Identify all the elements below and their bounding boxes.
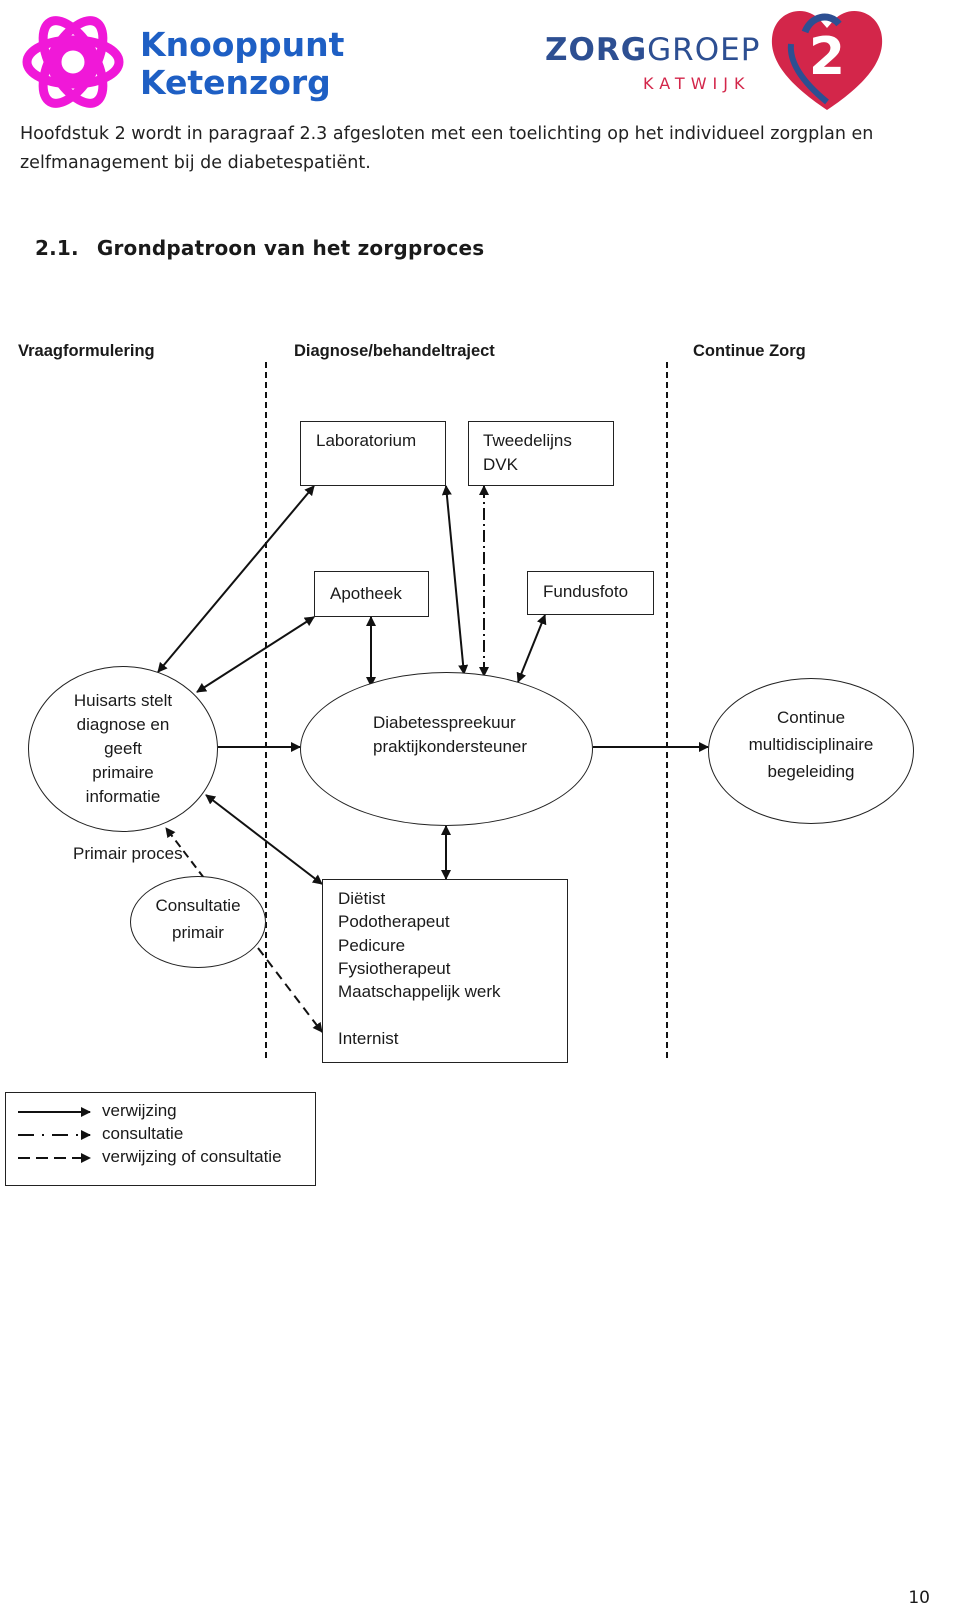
logo-katwijk-text: KATWIJK	[643, 74, 751, 93]
discipline-item: Diëtist	[338, 889, 386, 908]
intro-paragraph: Hoofdstuk 2 wordt in paragraaf 2.3 afges…	[20, 124, 874, 173]
fundusfoto-box: Fundusfoto	[527, 571, 654, 615]
column-header-diagnose: Diagnose/behandeltraject	[294, 342, 495, 360]
logo-text-line: Ketenzorg	[140, 63, 331, 102]
arrow-consultatie-huisarts	[165, 827, 205, 879]
primair-proces-label: Primair proces	[73, 844, 183, 863]
node-label: Fundusfoto	[543, 582, 629, 601]
logo-text-line: Knooppunt	[140, 25, 345, 64]
node-label: geeft	[104, 739, 142, 758]
section-heading: 2.1. Grondpatroon van het zorgproces	[35, 236, 484, 260]
node-label: begeleiding	[767, 761, 855, 781]
logo-groep-text: GROEP	[647, 32, 761, 68]
legend-label: verwijzing of consultatie	[102, 1147, 282, 1166]
section-title: Grondpatroon van het zorgproces	[96, 236, 485, 260]
node-label: Apotheek	[330, 584, 402, 603]
heart-logo-icon: 2	[771, 10, 883, 111]
discipline-item: Internist	[338, 1028, 399, 1048]
arrow-consultatie-internist	[257, 947, 323, 1033]
tweedelijns-box: Tweedelijns DVK	[468, 421, 614, 486]
node-label: Continue	[776, 707, 846, 727]
node-label: Diabetesspreekuur	[373, 713, 516, 732]
legend-label: verwijzing	[102, 1101, 177, 1120]
node-label: diagnose en	[76, 715, 170, 734]
column-header-continue-zorg: Continue Zorg	[693, 342, 806, 360]
apotheek-box: Apotheek	[314, 571, 429, 617]
legend-box: verwijzing consultatie verwijzing of con…	[5, 1092, 316, 1186]
logo-number-text: 2	[809, 27, 845, 87]
huisarts-ellipse: Huisarts stelt diagnose en geeft primair…	[28, 666, 218, 832]
logo-zorg-text: ZORG	[545, 32, 648, 68]
zorggroep-katwijk-logo: ZORGGROEP KATWIJK 2	[545, 2, 890, 117]
discipline-item: Maatschappelijk werk	[338, 982, 501, 1002]
node-label: DVK	[483, 455, 518, 474]
arrow-laboratorium-spreekuur	[441, 485, 469, 675]
node-label: praktijkondersteuner	[373, 737, 528, 756]
arrow-fundusfoto-spreekuur	[516, 614, 547, 683]
node-label: Huisarts stelt	[73, 691, 173, 710]
node-label: primair	[172, 923, 224, 942]
discipline-item: Fysiotherapeut	[338, 958, 451, 978]
arrow-huisarts-disciplines	[205, 794, 323, 885]
node-label: informatie	[85, 787, 161, 806]
discipline-item: Podotherapeut	[338, 912, 450, 932]
legend-label: consultatie	[102, 1124, 184, 1143]
discipline-item	[338, 1003, 567, 1026]
continue-ellipse: Continue multidisciplinaire begeleiding	[708, 678, 914, 824]
disciplines-box: Diëtist Podotherapeut Pedicure Fysiother…	[322, 879, 568, 1063]
node-label: Laboratorium	[316, 431, 417, 450]
node-label: multidisciplinaire	[748, 734, 874, 754]
node-label: Consultatie	[155, 896, 241, 915]
page-number: 10	[908, 1588, 930, 1608]
knot-logo-icon	[22, 16, 124, 108]
arrow-huisarts-laboratorium	[157, 485, 315, 673]
knooppunt-ketenzorg-logo: Knooppunt Ketenzorg	[18, 10, 344, 115]
spreekuur-ellipse: Diabetesspreekuur praktijkondersteuner	[300, 672, 593, 826]
node-label: primaire	[92, 763, 154, 782]
node-label: Tweedelijns	[483, 431, 572, 450]
arrow-huisarts-apotheek	[196, 616, 315, 693]
laboratorium-box: Laboratorium	[300, 421, 446, 486]
discipline-item: Pedicure	[338, 935, 406, 955]
consultatie-ellipse: Consultatie primair	[130, 876, 266, 968]
column-header-vraagformulering: Vraagformulering	[18, 342, 155, 360]
section-number: 2.1.	[35, 236, 79, 260]
